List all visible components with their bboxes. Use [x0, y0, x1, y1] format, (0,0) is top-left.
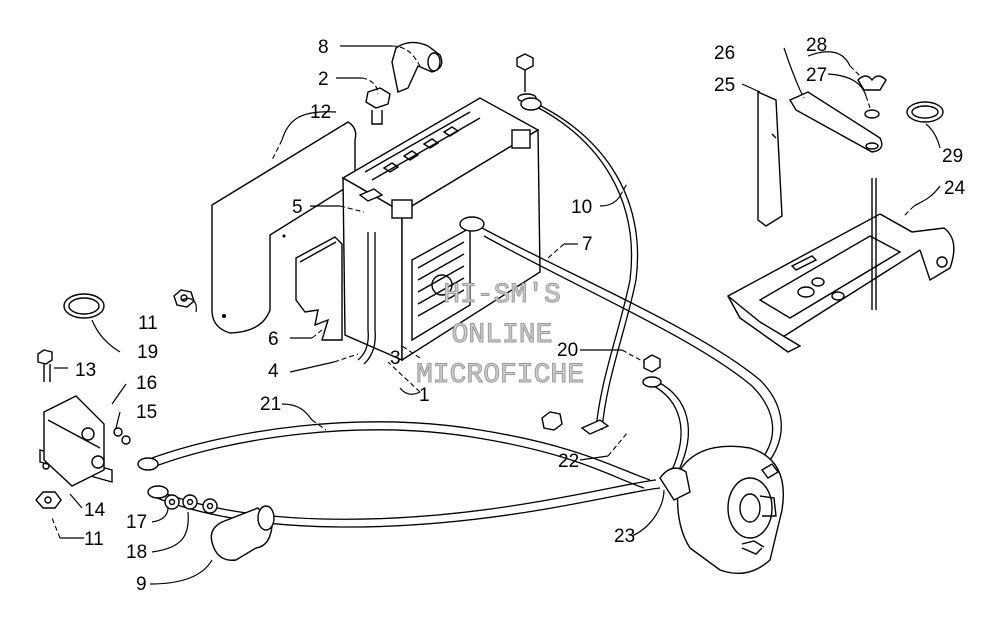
callout-3: 3	[390, 348, 401, 369]
callout-9: 9	[136, 574, 147, 595]
hardware	[35, 289, 765, 548]
starter-motor	[659, 445, 784, 574]
callout-14: 14	[84, 500, 106, 521]
callout-29: 29	[942, 146, 963, 167]
callout-21: 21	[260, 394, 281, 415]
callout-15: 15	[136, 402, 157, 423]
watermark-line-3: MICROFICHE	[416, 360, 584, 391]
callout-10: 10	[571, 197, 592, 218]
battery-cover-pad	[211, 121, 357, 334]
battery-bracket	[295, 236, 343, 341]
hold-down-bracket	[757, 90, 783, 227]
circlip-29	[906, 101, 944, 123]
callout-13: 13	[75, 360, 96, 381]
watermark-line-2: ONLINE	[452, 320, 553, 351]
callout-17: 17	[126, 512, 147, 533]
callout-18: 18	[126, 542, 147, 563]
callout-5: 5	[292, 197, 303, 218]
callout-8: 8	[318, 37, 329, 58]
callout-4: 4	[268, 361, 279, 382]
callout-6: 6	[268, 329, 279, 350]
callout-26: 26	[714, 43, 735, 64]
hold-down-strap	[788, 91, 883, 310]
terminal-boot-bottom	[210, 505, 275, 561]
watermark-line-1: HI-SM'S	[443, 280, 561, 311]
callout-11-top: 11	[138, 313, 158, 334]
circlip-19	[63, 293, 105, 319]
callout-23: 23	[614, 526, 635, 547]
ring-terminals	[137, 97, 662, 499]
callout-11-bottom: 11	[84, 529, 104, 550]
callout-7: 7	[582, 234, 593, 255]
battery-tray	[727, 213, 955, 353]
terminal-boot-top	[391, 41, 443, 93]
callout-25: 25	[714, 75, 735, 96]
battery	[341, 97, 541, 362]
callout-12: 12	[310, 102, 331, 123]
callout-16: 16	[136, 373, 157, 394]
watermark: HI-SM'S ONLINE MICROFICHE	[415, 280, 584, 392]
callout-22: 22	[558, 451, 579, 472]
callout-labels: 8 2 12 5 6 4 3 1 10 7 11 19 13 16 15 21 …	[75, 35, 966, 595]
callout-28: 28	[806, 35, 827, 56]
callout-24: 24	[944, 178, 966, 199]
callout-2: 2	[318, 69, 329, 90]
terminal-bolt	[365, 87, 391, 125]
cable-bolt	[516, 53, 537, 103]
callout-27: 27	[806, 65, 827, 86]
callout-20: 20	[557, 340, 578, 361]
starter-solenoid	[39, 395, 113, 487]
callout-1: 1	[419, 385, 430, 406]
leader-lines	[51, 45, 941, 585]
wing-nut	[857, 75, 887, 119]
callout-19: 19	[137, 342, 158, 363]
